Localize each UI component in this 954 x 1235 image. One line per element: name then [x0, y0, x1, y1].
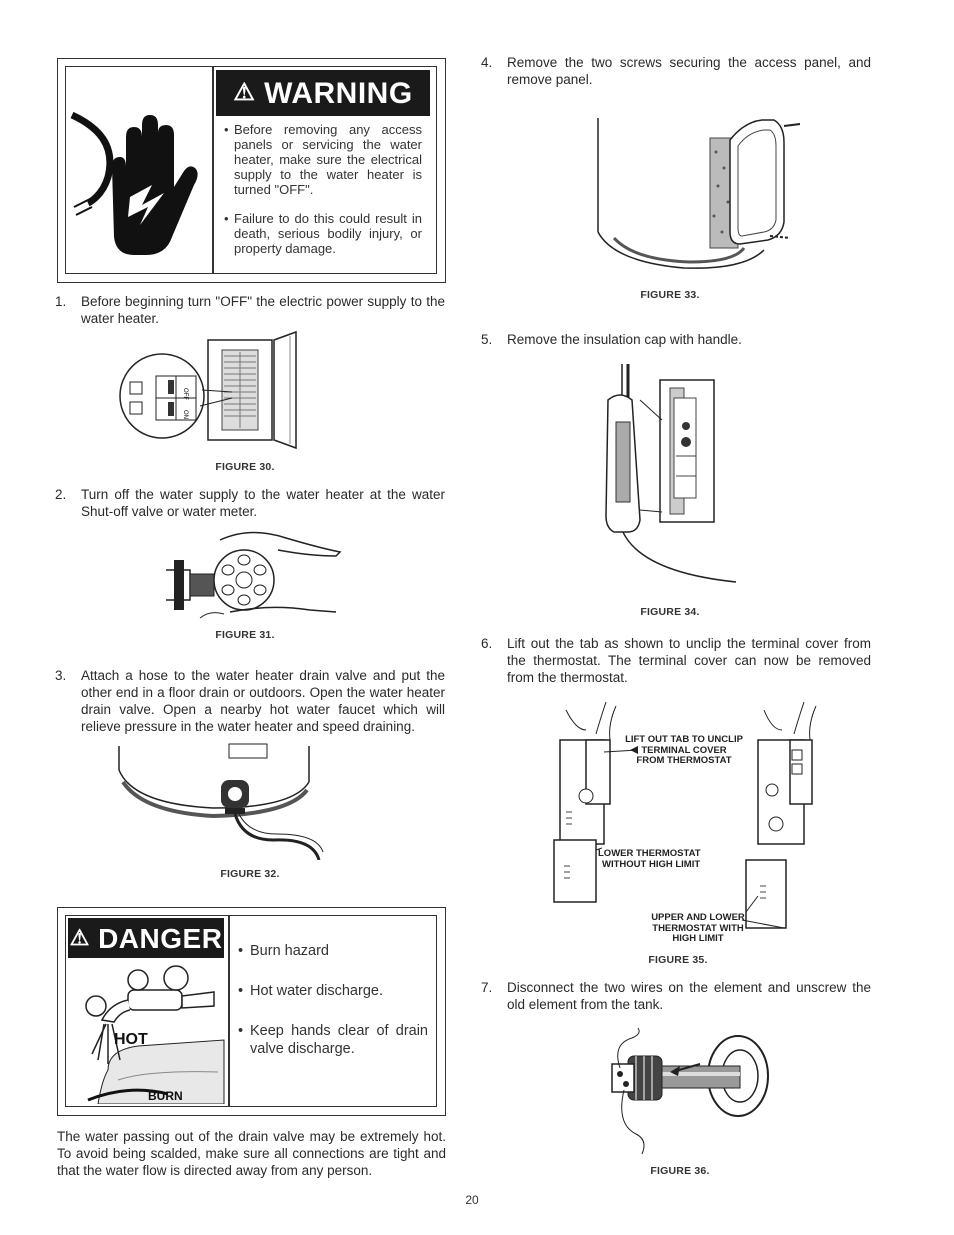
figure-31-caption: FIGURE 31. — [215, 629, 275, 641]
figure-32-illustration — [113, 742, 328, 860]
danger-bullet-text: Burn hazard — [250, 943, 329, 959]
step-7: 7. Disconnect the two wires on the eleme… — [481, 979, 871, 1013]
step-number: 5. — [481, 332, 493, 347]
figure-34-illustration — [600, 360, 740, 584]
step-number: 4. — [481, 55, 493, 70]
step-text: Attach a hose to the water heater drain … — [81, 668, 445, 734]
danger-bullet-text: Keep hands clear of drain valve discharg… — [250, 1023, 428, 1057]
danger-bullet: •Keep hands clear of drain valve dischar… — [238, 1023, 428, 1057]
warning-bullet-text: Failure to do this could result in death… — [234, 211, 422, 256]
label-line: THERMOSTAT WITH — [652, 922, 744, 934]
danger-bullet: •Hot water discharge. — [238, 982, 428, 1000]
figure-33-illustration — [594, 112, 804, 276]
label-upper-lower-thermostat: UPPER AND LOWER THERMOSTAT WITH HIGH LIM… — [650, 912, 746, 945]
danger-bullet: •Burn hazard — [238, 942, 428, 960]
warning-triangle-icon: ⚠ — [233, 79, 256, 106]
step-3: 3. Attach a hose to the water heater dra… — [55, 667, 445, 735]
step-number: 2. — [55, 487, 67, 502]
figure-30-illustration: OFF ON — [116, 330, 306, 456]
warning-bullet: •Before removing any access panels or se… — [224, 122, 422, 197]
page-number: 20 — [465, 1193, 479, 1207]
electric-shock-hand-icon — [68, 87, 208, 267]
warning-inner-frame: ⚠ WARNING •Before removing any access pa… — [65, 66, 437, 274]
warning-heading: ⚠ WARNING — [216, 70, 430, 116]
figure-36-illustration — [608, 1024, 780, 1162]
danger-divider — [228, 916, 230, 1106]
label-line: TERMINAL COVER — [641, 744, 727, 756]
figure-33-caption: FIGURE 33. — [640, 289, 700, 301]
warning-heading-text: WARNING — [264, 77, 413, 110]
label-line: LOWER THERMOSTAT — [598, 848, 701, 859]
figure-36-caption: FIGURE 36. — [650, 1165, 710, 1177]
step-text: Lift out the tab as shown to unclip the … — [507, 636, 871, 685]
warning-bullet: •Failure to do this could result in deat… — [224, 211, 422, 256]
label-lower-thermostat: LOWER THERMOSTAT WITHOUT HIGH LIMIT — [598, 848, 718, 870]
danger-heading: ⚠ DANGER — [68, 918, 224, 958]
label-line: UPPER AND LOWER — [651, 912, 745, 923]
step-6: 6. Lift out the tab as shown to unclip t… — [481, 635, 871, 686]
breaker-on-label: ON — [182, 410, 188, 419]
figure-32-caption: FIGURE 32. — [220, 868, 280, 880]
step-1: 1. Before beginning turn "OFF" the elect… — [55, 293, 445, 327]
warning-box: ⚠ WARNING •Before removing any access pa… — [57, 58, 446, 283]
label-line: HIGH LIMIT — [672, 933, 724, 944]
label-lift-tab: LIFT OUT TAB TO UNCLIP TERMINAL COVER FR… — [624, 734, 744, 767]
step-2: 2. Turn off the water supply to the wate… — [55, 486, 445, 520]
step-text: Remove the insulation cap with handle. — [507, 332, 742, 347]
step-text: Disconnect the two wires on the element … — [507, 980, 871, 1012]
danger-box: ⚠ DANGER HOT BURN — [57, 907, 446, 1116]
label-line: FROM THERMOSTAT — [636, 755, 732, 766]
figure-35-caption: FIGURE 35. — [648, 954, 708, 966]
scald-note: The water passing out of the drain valve… — [57, 1129, 446, 1178]
breaker-off-label: OFF — [182, 388, 188, 400]
step-number: 7. — [481, 980, 493, 995]
hot-faucet-icon: HOT BURN — [68, 960, 226, 1104]
danger-heading-text: DANGER — [98, 923, 223, 954]
figure-35-illustration — [546, 700, 836, 950]
figure-34-caption: FIGURE 34. — [640, 606, 700, 618]
step-4: 4. Remove the two screws securing the ac… — [481, 54, 871, 88]
figure-31-illustration — [160, 530, 342, 626]
warning-bullet-text: Before removing any access panels or ser… — [234, 122, 422, 197]
warning-divider — [212, 67, 214, 273]
hot-label: HOT — [114, 1031, 148, 1048]
label-line: LIFT OUT TAB TO UNCLIP — [625, 734, 743, 745]
danger-bullet-text: Hot water discharge. — [250, 983, 383, 999]
step-number: 6. — [481, 636, 493, 651]
burn-label: BURN — [148, 1089, 183, 1103]
step-5: 5. Remove the insulation cap with handle… — [481, 331, 871, 348]
step-text: Turn off the water supply to the water h… — [81, 487, 445, 519]
danger-inner-frame: ⚠ DANGER HOT BURN — [65, 915, 437, 1107]
step-number: 1. — [55, 294, 67, 309]
danger-triangle-icon: ⚠ — [69, 925, 90, 950]
step-text: Before beginning turn "OFF" the electric… — [81, 294, 445, 326]
figure-30-caption: FIGURE 30. — [215, 461, 275, 473]
step-number: 3. — [55, 668, 67, 683]
step-text: Remove the two screws securing the acces… — [507, 55, 871, 87]
label-line: WITHOUT HIGH LIMIT — [602, 858, 701, 870]
